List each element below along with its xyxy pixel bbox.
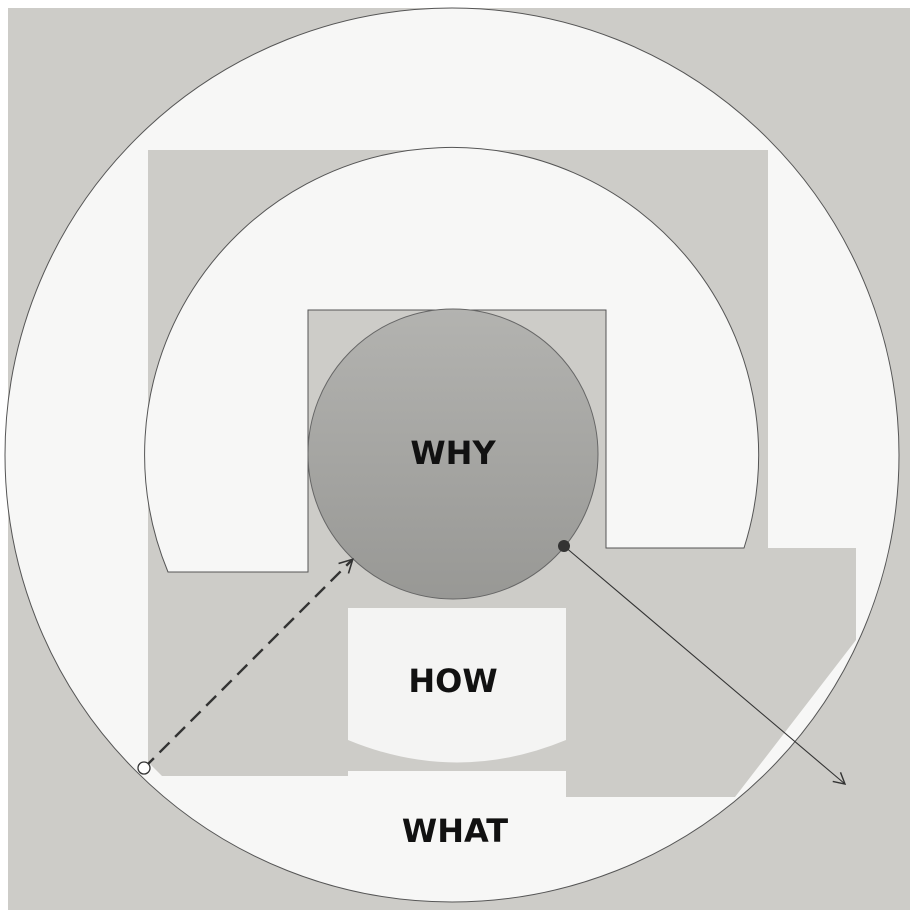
dashed-arrow <box>143 558 354 769</box>
solid-arrow <box>563 545 847 785</box>
how-middle-ring <box>144 146 760 573</box>
dashed-arrow-start-marker <box>137 761 151 775</box>
solid-arrow-start-dot <box>558 540 570 552</box>
how-box <box>348 608 566 763</box>
what-label: WHAT <box>402 812 508 850</box>
how-label: HOW <box>408 662 497 700</box>
why-core-circle <box>307 308 599 600</box>
why-label: WHY <box>410 434 496 472</box>
